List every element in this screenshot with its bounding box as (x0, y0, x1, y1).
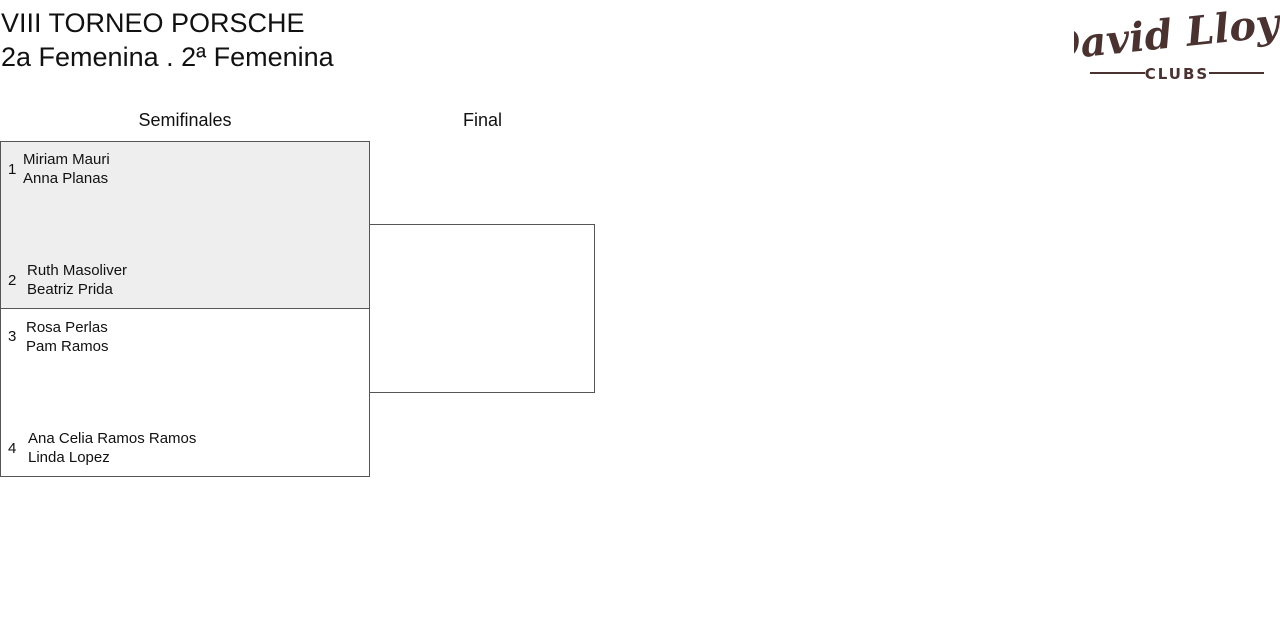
seed-number: 4 (8, 440, 17, 457)
semifinal-match-1 (0, 141, 370, 309)
player-name: Ana Celia Ramos Ramos (28, 430, 197, 447)
player-name: Linda Lopez (28, 449, 110, 466)
player-name: Anna Planas (23, 170, 109, 187)
semifinal-match-2 (0, 308, 370, 477)
seed-number: 2 (8, 272, 17, 289)
round-label-final: Final (462, 110, 502, 130)
player-name: Rosa Perlas (26, 319, 108, 336)
tournament-title: VIII TORNEO PORSCHE (1, 8, 305, 38)
category-subtitle: 2a Femenina . 2ª Femenina (1, 42, 334, 72)
team-entry-1: Miriam Mauri Anna Planas (23, 150, 110, 188)
david-lloyd-logo: David Lloyd CLUBS (1074, 0, 1280, 83)
player-name: Ruth Masoliver (27, 262, 128, 279)
logo-main-text: David Lloyd (1074, 0, 1280, 71)
final-match (369, 224, 595, 393)
team-entry-2: Ruth Masoliver Beatriz Prida (27, 261, 127, 299)
player-name: Miriam Mauri (23, 151, 110, 168)
team-entry-4: Ana Celia Ramos Ramos Linda Lopez (28, 429, 196, 467)
seed-number: 1 (8, 161, 17, 178)
round-label-semifinals: Semifinales (138, 110, 232, 130)
player-name: Beatriz Prida (27, 281, 113, 298)
logo-sub-text: CLUBS (1145, 65, 1209, 83)
player-name: Pam Ramos (26, 338, 109, 355)
team-entry-3: Rosa Perlas Pam Ramos (26, 318, 109, 356)
seed-number: 3 (8, 328, 17, 345)
